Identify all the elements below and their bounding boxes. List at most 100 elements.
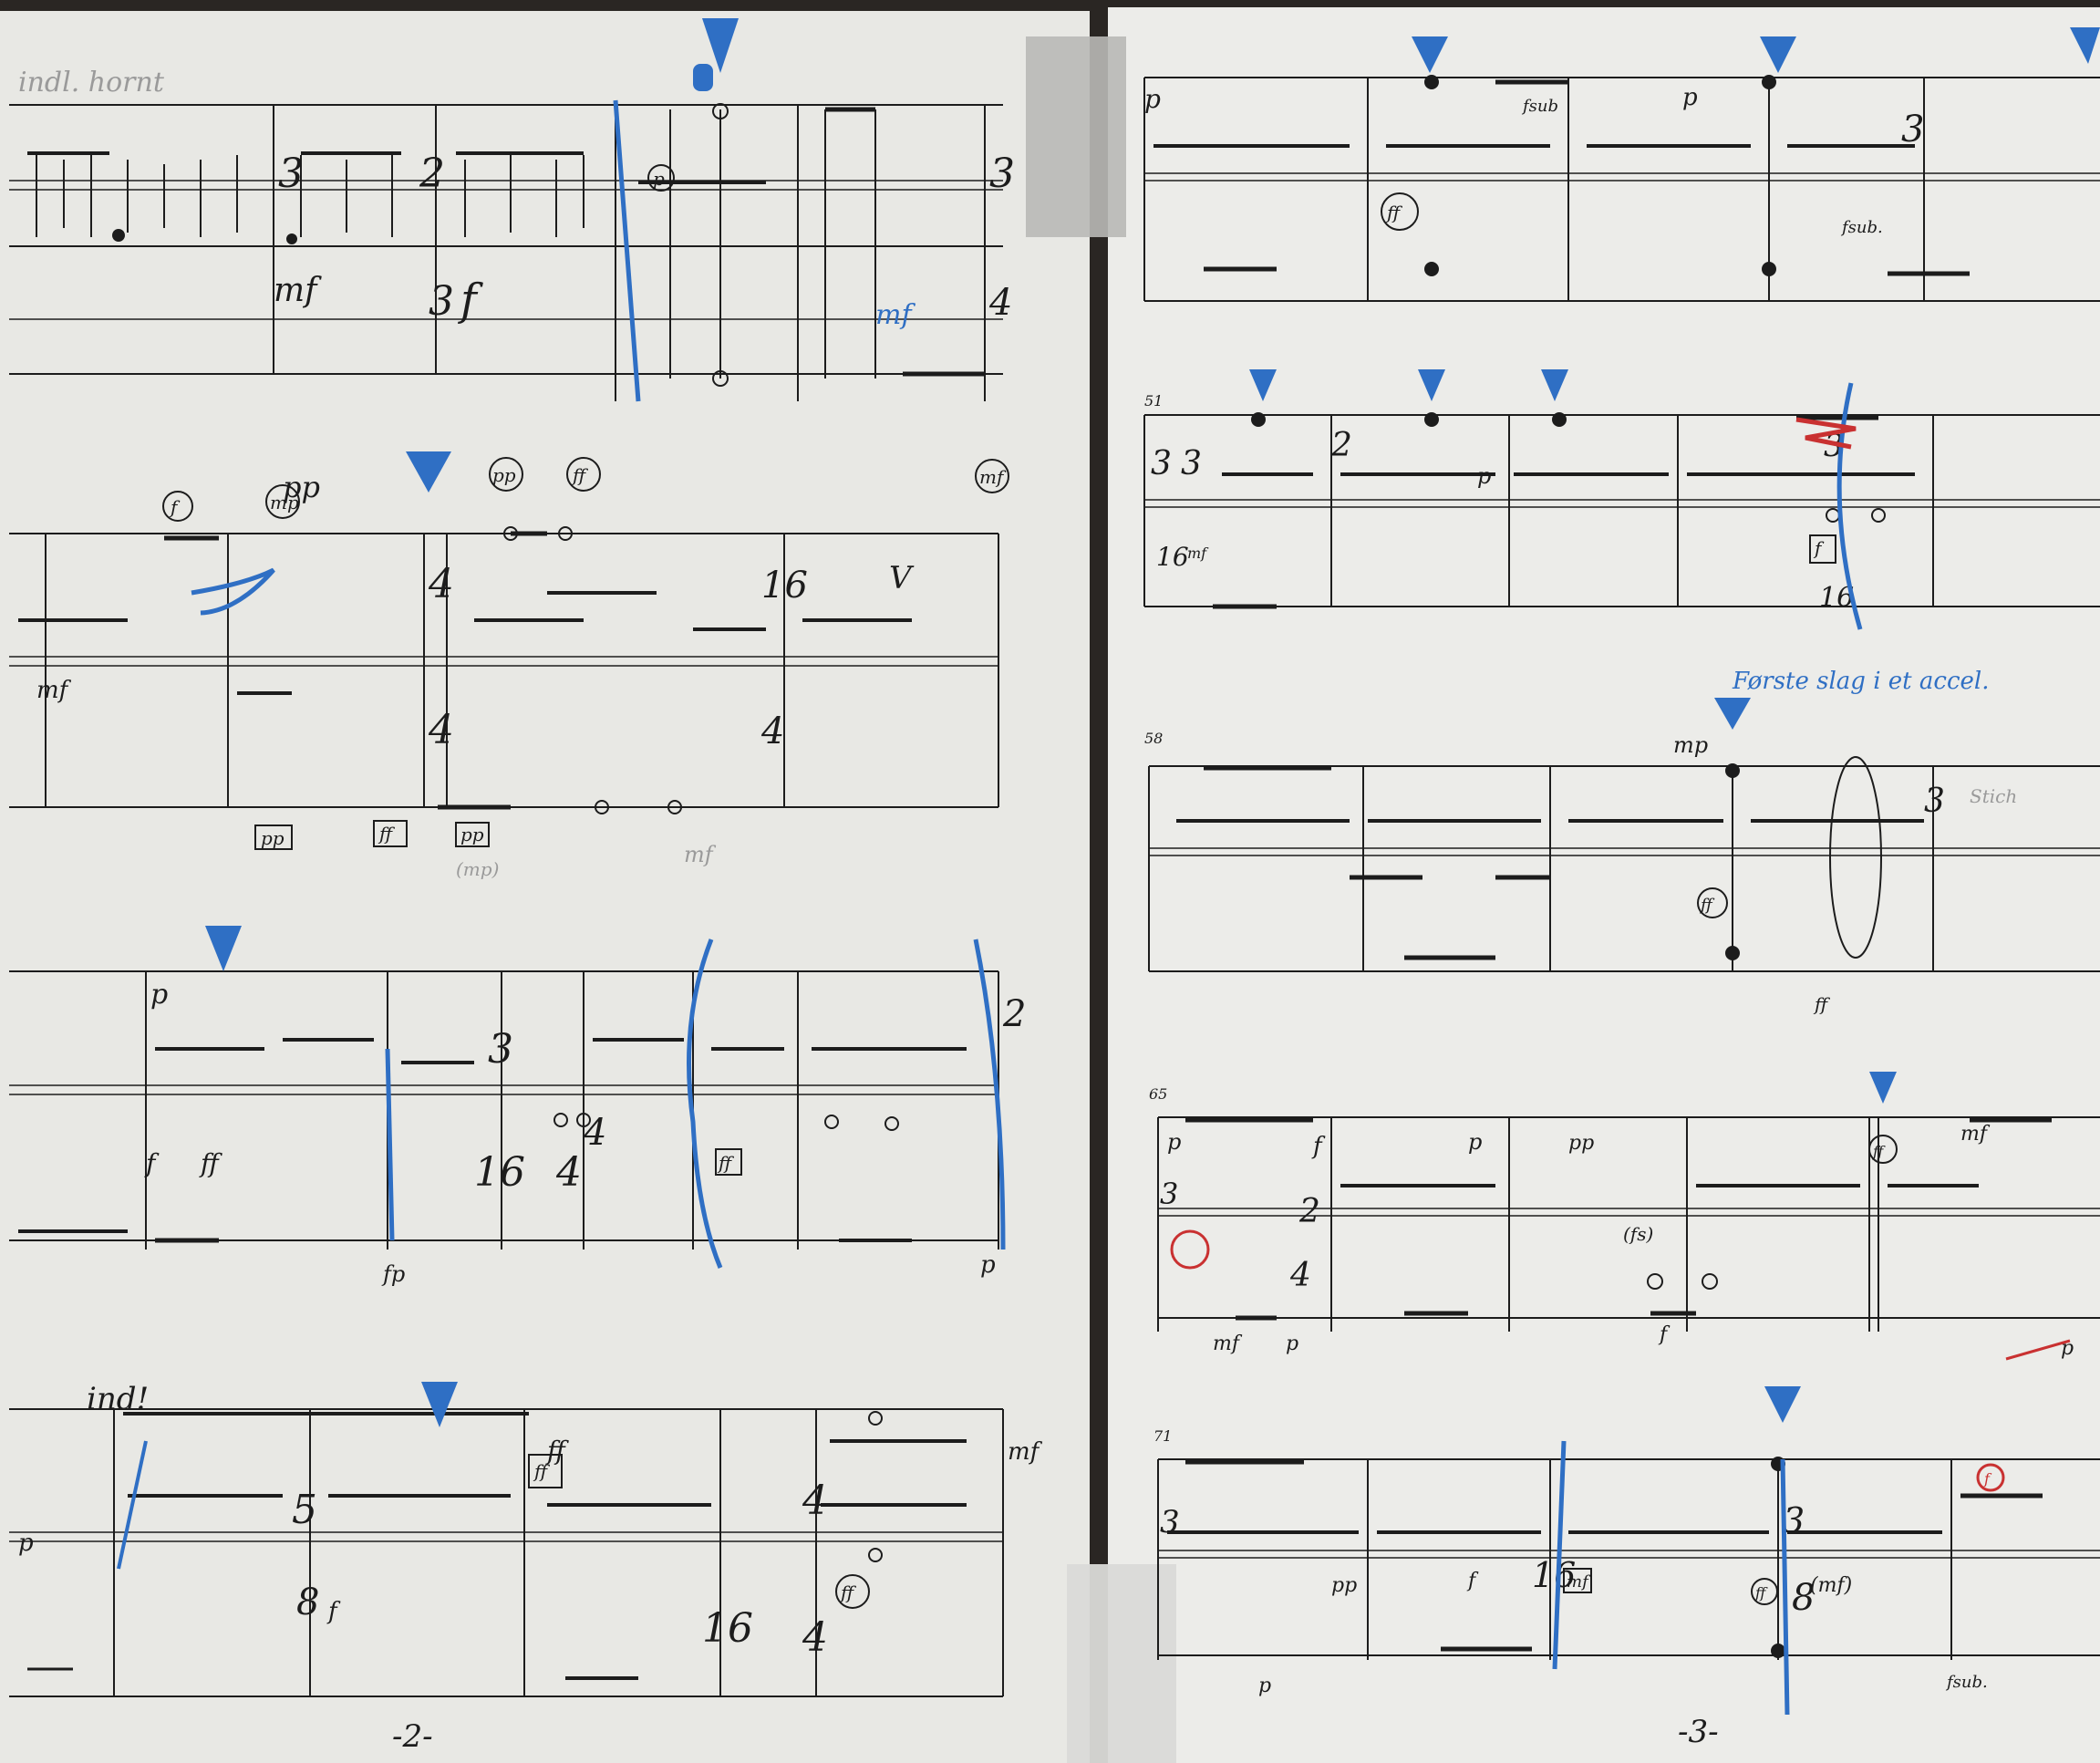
circled-dynamic-r1-text: ff xyxy=(1385,202,1403,223)
boxed-dynamic-1 xyxy=(254,824,293,850)
timesig-l16: 8 xyxy=(296,1582,319,1623)
arrow-down-icon xyxy=(1412,36,1448,73)
right-system-4-notes xyxy=(1185,1117,2052,1321)
blue-bracket-r2 xyxy=(1836,382,1863,630)
dyn-ff-l3: ff xyxy=(199,1148,222,1178)
dyn-p-r5: p xyxy=(1258,1675,1271,1697)
accel-note: Første slag i et accel. xyxy=(1732,668,1989,695)
dyn-p-l4: p xyxy=(980,1251,996,1279)
tape-top xyxy=(1026,36,1126,237)
right-page-paper xyxy=(1108,7,2100,1763)
timesig-r5: 16 xyxy=(1156,542,1189,572)
boxed-dynamic-4-text: ff xyxy=(717,1152,735,1174)
timesig-r1: 3 xyxy=(1901,109,1924,150)
left-page: indl. hornt xyxy=(0,11,1090,1763)
boxed-dynamic-r2-text: mf xyxy=(1567,1572,1591,1592)
arrow-down-icon xyxy=(421,1382,458,1427)
timesig-l12: 4 xyxy=(555,1149,582,1196)
arrow-down-icon xyxy=(205,926,242,971)
dyn-pp-r5: pp xyxy=(1331,1574,1357,1597)
timesig-r2: 3 xyxy=(1151,445,1172,482)
page-gutter xyxy=(1090,0,1108,1763)
circled-dynamic-l4 xyxy=(489,457,523,492)
fsub-mark-3: fsub. xyxy=(1945,1673,1988,1692)
circled-dynamic-l1-text: p xyxy=(653,168,665,190)
boxed-dynamic-4 xyxy=(715,1148,742,1176)
dyn-mf-r2: mf xyxy=(1187,544,1209,562)
circled-dynamic-r5 xyxy=(1976,1463,2005,1492)
timesig-l8: 16 xyxy=(761,565,808,607)
circled-chord xyxy=(1829,756,1882,959)
circled-dynamic-r2-text: ff xyxy=(1699,896,1715,915)
circled-dynamic-l5 xyxy=(566,457,601,492)
circled-dynamic-l5-text: ff xyxy=(571,464,589,486)
dyn-p-l3: p xyxy=(150,979,168,1011)
dyn-p-r1: p xyxy=(1144,84,1161,114)
arrow-down-icon xyxy=(1418,369,1445,401)
blue-left-bracket xyxy=(687,939,723,1269)
timesig-r14: 8 xyxy=(1792,1577,1815,1619)
fs-note: (fs) xyxy=(1623,1223,1653,1245)
right-system-1 xyxy=(1143,77,2100,302)
timesig-r12: 3 xyxy=(1160,1504,1180,1540)
timesig-l1: 3 xyxy=(278,150,304,197)
right-system-3-notes xyxy=(1176,763,1924,960)
right-system-5 xyxy=(1157,1458,2100,1660)
timesig-l5: 3 xyxy=(429,278,454,325)
timesig-r15: 3 xyxy=(1783,1500,1805,1540)
pencil-mf: mf xyxy=(684,842,717,867)
circled-dynamic-l6 xyxy=(975,459,1009,493)
fsub-mark-2: fsub. xyxy=(1840,218,1883,237)
measure-number-58: 58 xyxy=(1144,730,1163,747)
blue-scribble xyxy=(191,567,275,616)
circled-dynamic-l4-text: pp xyxy=(492,464,516,486)
boxed-dynamic-r2 xyxy=(1563,1568,1592,1593)
red-scribble xyxy=(1795,417,1857,450)
circled-dynamic-l7-text: ff xyxy=(839,1582,857,1603)
left-system-4-notes xyxy=(27,1411,967,1680)
arrow-down-icon xyxy=(1541,369,1568,401)
arrow-down-icon xyxy=(702,18,739,73)
arrow-down-icon xyxy=(1764,1386,1801,1423)
dyn-mf-r4: mf xyxy=(1213,1333,1243,1355)
dyn-p-r2: p xyxy=(1477,463,1491,489)
tape-bottom xyxy=(1067,1564,1176,1763)
timesig-l10: 4 xyxy=(583,1112,606,1154)
blue-bracket-line xyxy=(613,99,641,402)
right-page: p p fsub fsub. ff 3 xyxy=(1026,7,2100,1763)
timesig-l4: 4 xyxy=(988,282,1012,324)
arrow-down-icon xyxy=(1869,1072,1897,1104)
right-system-2 xyxy=(1143,414,2100,607)
timesig-l15: 5 xyxy=(292,1487,317,1533)
boxed-dynamic-2-text: ff xyxy=(378,823,396,845)
circled-dynamic-l7 xyxy=(835,1574,870,1609)
left-system-3 xyxy=(9,970,999,1250)
timesig-l6: 4 xyxy=(428,561,454,607)
circled-dynamic-r4-text: ff xyxy=(1754,1584,1768,1602)
circled-dynamic-l3-text: mp xyxy=(270,492,299,513)
arrow-down-icon xyxy=(1760,36,1796,73)
circled-dynamic-l3 xyxy=(265,484,300,519)
timesig-r8: 3 xyxy=(1924,783,1945,820)
fsub-mark: fsub xyxy=(1521,97,1558,116)
dyn-p-r1b: p xyxy=(1682,84,1698,111)
left-system-1 xyxy=(9,104,1003,401)
blue-right-bracket xyxy=(973,939,1006,1250)
left-page-number: -2- xyxy=(392,1718,433,1755)
timesig-r9: 3 xyxy=(1160,1177,1178,1211)
circled-dynamic-l2 xyxy=(162,491,193,522)
circled-dynamic-r3 xyxy=(1868,1135,1898,1164)
timesig-l14: 3 xyxy=(488,1026,513,1073)
timesig-r11: 4 xyxy=(1289,1257,1311,1294)
dyn-mf-l2: mf xyxy=(36,677,72,704)
corner-note: indl. hornt xyxy=(18,67,165,99)
timesig-r10: 2 xyxy=(1298,1193,1320,1230)
pencil-mp-note: (mp) xyxy=(456,858,499,880)
left-system-4 xyxy=(9,1408,1004,1697)
dyn-fp-l3: fp xyxy=(381,1261,405,1287)
right-page-number: -3- xyxy=(1678,1714,1719,1750)
blue-barline xyxy=(385,1048,395,1241)
dyn-p-r4b: p xyxy=(1468,1129,1482,1155)
ind-marking: ind! xyxy=(87,1381,149,1417)
